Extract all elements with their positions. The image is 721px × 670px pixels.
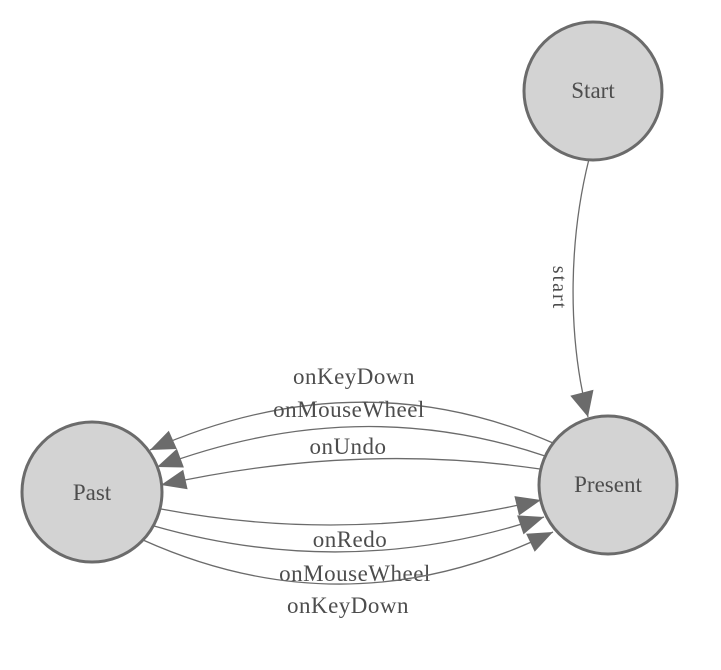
edge-label-onredo: onRedo bbox=[313, 527, 388, 552]
edge-past-to-present-onkeydown-line bbox=[142, 531, 554, 585]
edge-past-to-present-onmousewheel-line bbox=[153, 516, 545, 553]
arrowhead-icon bbox=[150, 430, 177, 450]
edge-present-to-past-onundo: onUndo bbox=[160, 434, 541, 490]
edge-label-onundo: onUndo bbox=[309, 434, 386, 459]
edge-present-to-past-onmousewheel-line bbox=[156, 425, 546, 468]
state-circle-present bbox=[537, 414, 679, 556]
state-node-present: Present bbox=[537, 414, 679, 556]
arrowhead-icon bbox=[514, 496, 541, 516]
edge-present-to-past-onkeydown: onKeyDown bbox=[149, 364, 554, 451]
edge-label-onmousewheel-top: onMouseWheel bbox=[273, 397, 425, 422]
arrowhead-icon bbox=[517, 515, 544, 535]
arrowhead-icon bbox=[161, 469, 188, 490]
arrowhead-icon bbox=[526, 532, 553, 552]
edge-label-onkeydown-bottom: onKeyDown bbox=[287, 593, 409, 618]
state-label-present: Present bbox=[574, 472, 642, 497]
state-node-past: Past bbox=[20, 420, 164, 564]
state-circle-past bbox=[20, 420, 164, 564]
edge-label-onmousewheel-bottom: onMouseWheel bbox=[279, 561, 431, 586]
edge-start-to-present-line bbox=[572, 158, 590, 418]
edge-start-to-present: start bbox=[548, 158, 594, 418]
edge-past-to-present-onkeydown: onKeyDown bbox=[142, 531, 554, 618]
edge-present-to-past-onundo-line bbox=[160, 457, 541, 486]
edge-present-to-past-onmousewheel: onMouseWheel bbox=[156, 397, 546, 468]
edge-past-to-present-onredo: onRedo bbox=[160, 496, 542, 552]
arrowhead-icon bbox=[570, 389, 594, 417]
edge-label-onkeydown-top: onKeyDown bbox=[293, 364, 415, 389]
edge-present-to-past-onkeydown-line bbox=[149, 401, 554, 451]
state-node-start: Start bbox=[522, 20, 664, 162]
state-label-start: Start bbox=[571, 78, 615, 103]
edge-past-to-present-onredo-line bbox=[160, 499, 542, 526]
state-circle-start bbox=[522, 20, 664, 162]
edge-past-to-present-onmousewheel: onMouseWheel bbox=[153, 515, 545, 586]
state-label-past: Past bbox=[73, 480, 112, 505]
arrowhead-icon bbox=[157, 448, 184, 468]
edge-label-start: start bbox=[548, 266, 570, 310]
